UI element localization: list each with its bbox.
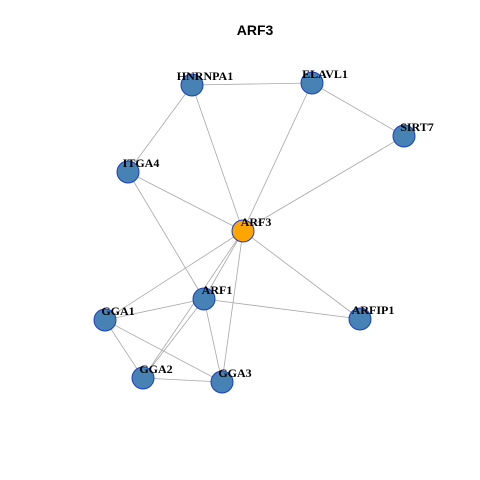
edge-gga1-gga2 [104,319,144,379]
node-sirt7 [392,124,416,148]
node-label-gga1: GGA1 [101,304,134,318]
edge-elavl1-sirt7 [311,82,405,137]
edge-arf1-gga3 [203,298,223,383]
node-itga4 [116,160,140,184]
node-gga2 [131,366,155,390]
edge-itga4-arf1 [127,171,205,300]
edge-sirt7-arf3 [242,135,405,232]
edge-itga4-arf3 [127,171,244,232]
edge-arf1-gga2 [142,298,205,379]
node-label-gga3: GGA3 [218,366,251,380]
node-hnrnpa1 [180,73,204,97]
edge-arf1-gga1 [104,298,205,321]
edges-layer [104,82,405,383]
edge-hnrnpa1-itga4 [127,84,193,173]
node-label-itga4: ITGA4 [123,156,160,170]
edge-arf3-arf1 [203,230,244,300]
node-label-arf1: ARF1 [202,283,233,297]
edge-gga1-gga3 [104,319,223,383]
node-arf3 [231,219,255,243]
edge-arf3-gga3 [221,230,244,383]
edge-gga2-gga3 [142,377,223,383]
node-gga3 [210,370,234,394]
node-label-hnrnpa1: HNRNPA1 [177,69,233,83]
edge-hnrnpa1-arf3 [191,84,244,232]
edge-arf3-gga2 [142,230,244,379]
node-label-arfip1: ARFIP1 [352,303,395,317]
node-arfip1 [348,307,372,331]
edge-arf3-gga1 [104,230,244,321]
edge-arf1-arfip1 [203,298,361,320]
graph-title: ARF3 [237,22,274,38]
edge-elavl1-arf3 [242,82,313,232]
node-elavl1 [300,71,324,95]
node-label-sirt7: SIRT7 [400,120,434,134]
node-arf1 [192,287,216,311]
edge-arf3-arfip1 [242,230,361,320]
edge-hnrnpa1-elavl1 [191,82,313,86]
node-label-gga2: GGA2 [139,362,172,376]
nodes-layer [93,71,416,394]
node-gga1 [93,308,117,332]
node-label-arf3: ARF3 [241,215,272,229]
node-label-elavl1: ELAVL1 [302,67,348,81]
